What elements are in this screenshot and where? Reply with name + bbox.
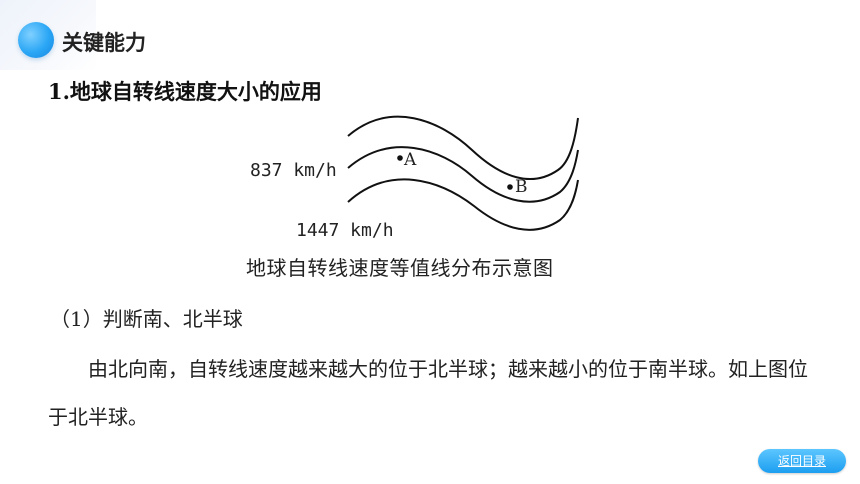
contour-line-3 [347,178,579,231]
contour-label-837: 837 km/h [250,160,337,181]
section-circle-icon [18,22,54,58]
point-b-label: B [515,177,528,197]
contour-label-1447: 1447 km/h [296,220,394,241]
subheading: 1.地球自转线速度大小的应用 [48,79,322,104]
contour-diagram [347,115,579,231]
contour-line-2 [347,146,579,203]
point-a-dot [397,155,403,161]
contour-line-1 [347,115,579,181]
return-to-contents-button[interactable]: 返回目录 [758,449,846,473]
section-title: 关键能力 [62,31,146,55]
body-text: 由北向南，自转线速度越来越大的位于北半球；越来越小的位于南半球。如上图位于北半球… [48,357,808,429]
diagram-caption: 地球自转线速度等值线分布示意图 [246,256,554,280]
point-a-label: A [404,150,417,170]
point-b-dot [507,184,513,190]
paragraph-heading: （1）判断南、北半球 [50,307,243,331]
